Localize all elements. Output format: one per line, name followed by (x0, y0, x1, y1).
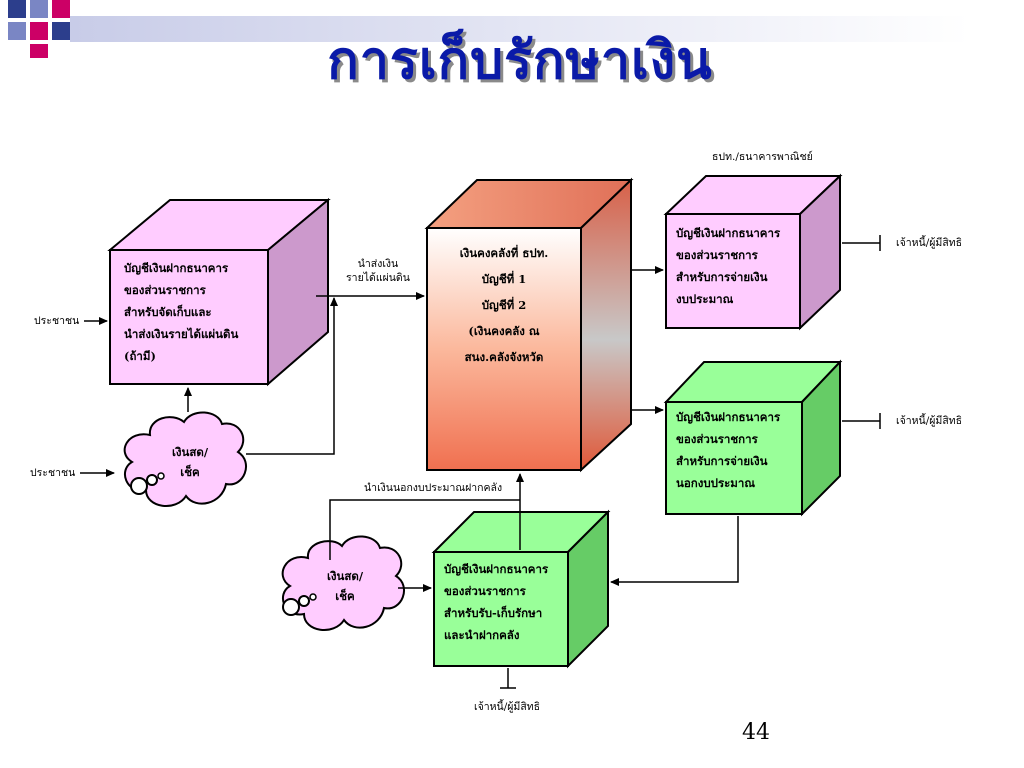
treasury-box-text: เงินคงคลังที่ ธปท. บัญชีที่ 1 บัญชีที่ 2… (427, 240, 581, 370)
treasury-line-2: บัญชีที่ 1 (481, 272, 527, 286)
treasury-line-5: สนง.คลังจังหวัด (464, 350, 544, 364)
cloud-1-line-2: เช็ค (180, 465, 200, 479)
offbudget-pay-box-text: บัญชีเงินฝากธนาคาร ของส่วนราชการ สำหรับก… (676, 406, 780, 494)
budget-pay-line-4: งบประมาณ (676, 292, 734, 306)
people-label-1: ประชาชน (34, 315, 80, 327)
collection-line-1: บัญชีเงินฝากธนาคาร (124, 261, 229, 275)
receive-keep-box-text: บัญชีเงินฝากธนาคาร ของส่วนราชการ สำหรับร… (444, 558, 548, 646)
collection-line-2: ของส่วนราชการ (124, 283, 206, 297)
budget-pay-line-1: บัญชีเงินฝากธนาคาร (676, 226, 781, 240)
collection-box-text: บัญชีเงินฝากธนาคาร ของส่วนราชการ สำหรับจ… (124, 257, 238, 367)
cloud-2-line-2: เช็ค (335, 589, 355, 603)
treasury-line-3: บัญชีที่ 2 (481, 298, 527, 312)
budget-pay-line-2: ของส่วนราชการ (676, 248, 758, 262)
send-income-line-2: รายได้แผ่นดิน (346, 272, 410, 284)
offbudget-pay-line-1: บัญชีเงินฝากธนาคาร (676, 410, 781, 424)
cash-cloud-2 (281, 535, 405, 632)
offbudget-pay-line-4: นอกงบประมาณ (676, 476, 756, 490)
receive-keep-line-4: และนำฝากคลัง (444, 628, 520, 642)
treasury-line-4: (เงินคงคลัง ณ (468, 324, 540, 338)
send-income-label: นำส่งเงิน รายได้แผ่นดิน (338, 257, 418, 285)
cash-cloud-1 (123, 411, 247, 508)
collection-account-box (107, 197, 331, 387)
collection-line-4: นำส่งเงินรายได้แผ่นดิน (124, 327, 239, 341)
send-income-line-1: นำส่งเงิน (357, 258, 399, 270)
budget-pay-box-text: บัญชีเงินฝากธนาคาร ของส่วนราชการ สำหรับก… (676, 222, 780, 310)
corner-decoration (8, 0, 970, 58)
offbudget-pay-line-3: สำหรับการจ่ายเงิน (676, 454, 768, 468)
budget-pay-line-3: สำหรับการจ่ายเงิน (676, 270, 768, 284)
collection-line-5: (ถ้ามี) (124, 349, 156, 363)
creditor-label-3: เจ้าหนี้/ผู้มีสิทธิ (474, 701, 541, 713)
treasury-box (424, 177, 634, 473)
receive-keep-account-box (431, 509, 611, 669)
receive-keep-line-3: สำหรับรับ-เก็บรักษา (444, 606, 543, 620)
budget-pay-account-box (663, 173, 843, 331)
connectors (80, 235, 881, 689)
cloud-1-text: เงินสด/ เช็ค (150, 442, 230, 482)
offbudget-pay-line-2: ของส่วนราชการ (676, 432, 758, 446)
cloud-2-line-1: เงินสด/ (326, 569, 364, 583)
treasury-line-1: เงินคงคลังที่ ธปท. (459, 246, 549, 260)
receive-keep-line-2: ของส่วนราชการ (444, 584, 526, 598)
offbudget-pay-account-box (663, 359, 843, 517)
cloud-2-text: เงินสด/ เช็ค (305, 566, 385, 606)
cloud-1-line-1: เงินสด/ (171, 445, 209, 459)
creditor-label-2: เจ้าหนี้/ผู้มีสิทธิ (896, 415, 963, 427)
bank-header-label: ธปท./ธนาคารพาณิชย์ (712, 151, 813, 163)
people-label-2: ประชาชน (30, 467, 76, 479)
deposit-offbudget-label: นำเงินนอกงบประมาณฝากคลัง (364, 482, 503, 494)
creditor-label-1: เจ้าหนี้/ผู้มีสิทธิ (896, 237, 963, 249)
collection-line-3: สำหรับจัดเก็บและ (124, 305, 212, 319)
page-title: การเก็บรักษาเงิน (327, 31, 713, 91)
receive-keep-line-1: บัญชีเงินฝากธนาคาร (444, 562, 549, 576)
page-number: 44 (742, 720, 770, 745)
